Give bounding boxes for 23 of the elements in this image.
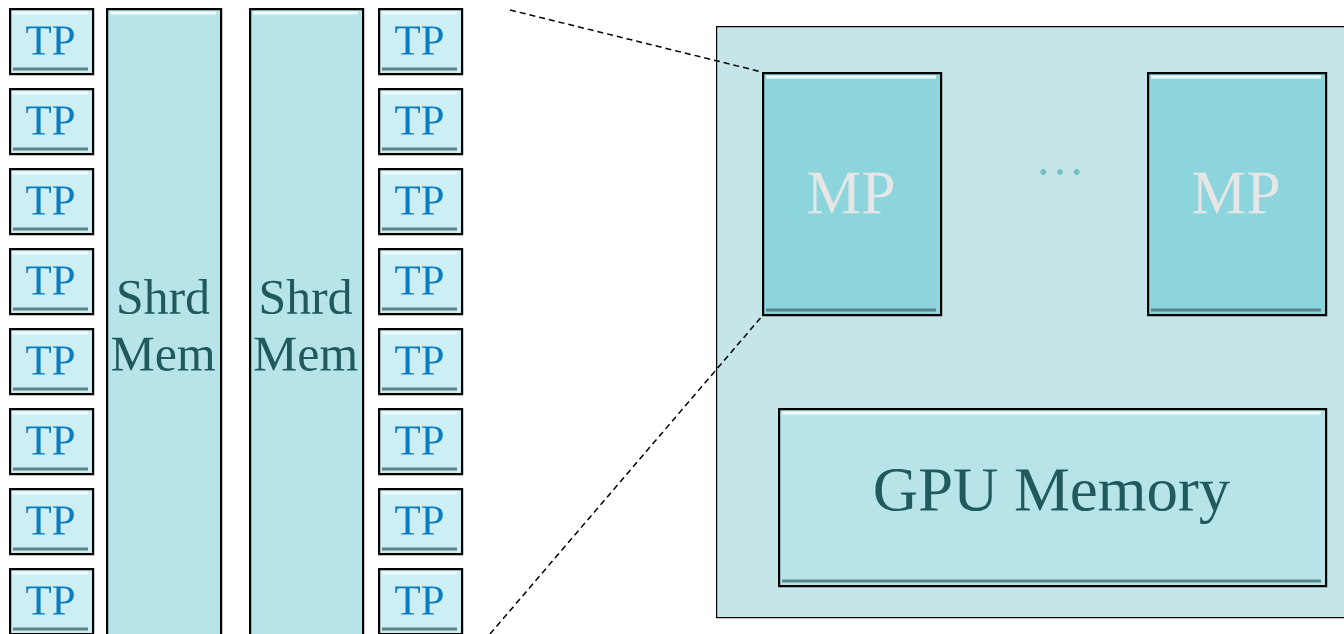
tp-box: TP [378,328,464,396]
tp-box: TP [9,488,95,556]
tp-box: TP [9,168,95,236]
tp-box: TP [9,408,95,476]
tp-box: TP [9,8,95,76]
ellipsis: … [1040,169,1080,175]
tp-box: TP [378,88,464,156]
tp-box: TP [378,168,464,236]
tp-box: TP [378,488,464,556]
tp-box: TP [9,88,95,156]
tp-box: TP [378,248,464,316]
memory-bar: Shrd Mem [249,8,365,634]
tp-box: TP [9,328,95,396]
tp-box: TP [378,8,464,76]
processor-box: MP [762,72,943,317]
tp-box: TP [9,568,95,634]
tp-box: TP [378,408,464,476]
memory-bar: Shrd Mem [106,8,223,634]
processor-box: MP [1147,72,1328,317]
zoom-line [489,315,763,634]
tp-box: TP [378,568,464,634]
tp-box: TP [9,248,95,316]
memory-box: GPU Memory [778,408,1328,588]
